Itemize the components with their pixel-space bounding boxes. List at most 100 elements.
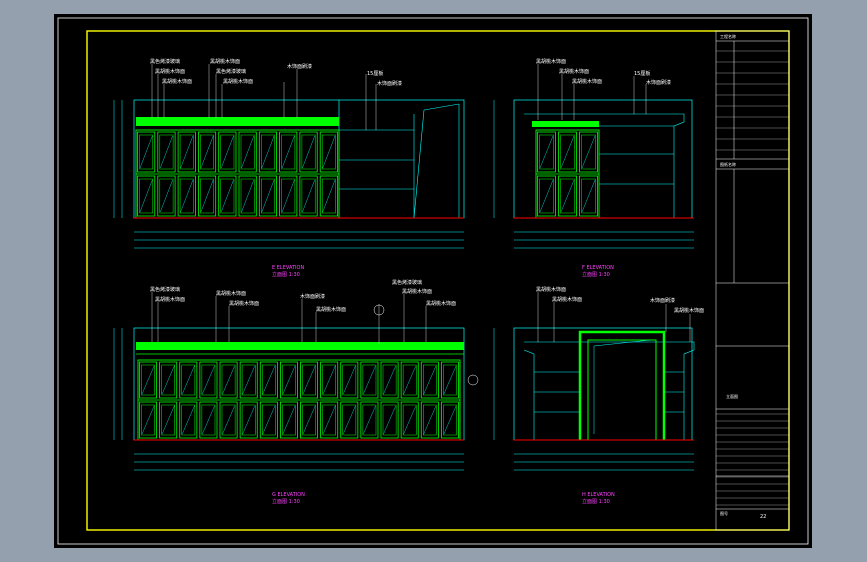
title-block-sheet-number: 22: [760, 514, 767, 520]
elevation-c-door-panel: [159, 361, 178, 399]
elevation-a-door-inset: [200, 178, 214, 214]
elevation-b-door-inset: [581, 134, 596, 170]
elevation-c-callout-1: 黑色烤漆玻璃: [150, 287, 181, 293]
elevation-c-glass-hatch: [182, 405, 195, 435]
elevation-c-glass-hatch: [302, 405, 316, 435]
elevation-c-doors: [139, 361, 459, 439]
elevation-c-door-panel: [400, 401, 419, 439]
elevation-a-glass-hatch: [180, 135, 194, 169]
elevation-c-door-panel: [340, 401, 359, 439]
elevation-a-door-inset: [240, 134, 255, 170]
elevation-a-callout-7: 木饰面刷漆: [287, 64, 313, 70]
elevation-a-door-panel: [279, 175, 298, 217]
elevation-c-door-inset: [382, 404, 397, 436]
elevation-a-glass-hatch: [302, 179, 315, 213]
elevation-c-door-inset: [262, 404, 276, 436]
cad-viewport[interactable]: 黑色烤漆玻璃 黑胡桃木饰面 黑胡桃木饰面 黑胡桃木饰面 黑色烤漆玻璃 黑胡桃木饰…: [54, 14, 812, 548]
elevation-c-door-panel: [219, 361, 238, 399]
elevation-c-door-inset: [262, 364, 276, 396]
elevation-a-door-panel: [258, 175, 278, 217]
elevation-a-door-inset: [139, 134, 154, 170]
elevation-b-glass-hatch: [581, 179, 596, 213]
elevation-c-glass-hatch: [141, 365, 155, 395]
elevation-d-callout-1: 黑胡桃木饰面: [536, 287, 567, 293]
elevation-c-door-panel: [179, 361, 198, 399]
elevation-c-glass-hatch: [443, 365, 457, 395]
elevation-a-glass-hatch: [281, 179, 295, 213]
elevation-c-door-panel: [279, 401, 298, 439]
elevation-b-callout-5: 木饰面刷漆: [646, 80, 672, 86]
elevation-c-door-panel: [420, 401, 439, 439]
elevation-a-door-inset: [179, 178, 194, 214]
elevation-c-door-panel: [139, 401, 158, 439]
elevation-a-callout-1: 黑色烤漆玻璃: [150, 59, 181, 65]
elevation-a-glass-hatch: [281, 135, 295, 169]
elevation-b-glass-hatch: [560, 135, 575, 169]
elevation-a-door-panel: [137, 131, 156, 173]
elevation-a-glass-hatch: [139, 179, 153, 213]
elevation-b-scale: 立面图 1:30: [582, 272, 610, 278]
elevation-b-glass-hatch: [581, 135, 596, 169]
elevation-c-door-panel: [300, 361, 319, 399]
elevation-c-door-inset: [221, 364, 236, 396]
elevation-a-title: E ELEVATION: [272, 265, 305, 271]
elevation-a-callout-2: 黑胡桃木饰面: [155, 69, 186, 75]
elevation-c-glass-hatch: [262, 365, 276, 395]
elevation-c-glass-hatch: [302, 365, 316, 395]
title-block: [715, 30, 790, 531]
elevation-a-door-inset: [159, 178, 174, 214]
elevation-a-callout-5: 黑色烤漆玻璃: [216, 69, 247, 75]
elevation-c-door-panel: [239, 401, 258, 439]
elevation-c-door-panel: [340, 361, 359, 399]
elevation-c-door-inset: [342, 404, 357, 436]
elevation-c-door-inset: [322, 404, 336, 436]
elevation-c-door-panel: [199, 361, 218, 399]
elevation-d-callout-3: 木饰面刷漆: [650, 298, 676, 304]
elevation-c-door-panel: [440, 361, 459, 399]
elevation-b-callout-1: 黑胡桃木饰面: [536, 59, 567, 65]
elevation-c-glass-hatch: [322, 365, 336, 395]
elevation-c-door-panel: [380, 401, 399, 439]
title-block-project-label: 工程名称: [720, 34, 736, 39]
elevation-c-door-inset: [362, 364, 377, 396]
elevation-c-door-panel: [380, 361, 399, 399]
elevation-a-glass-hatch: [139, 135, 153, 169]
elevation-a-glass-hatch: [241, 135, 254, 169]
elevation-c-door-panel: [259, 361, 278, 399]
elevation-c: [113, 292, 479, 471]
elevation-c-door-panel: [360, 401, 379, 439]
elevation-b-glass-hatch: [560, 179, 575, 213]
elevation-a-glass-hatch: [302, 135, 315, 169]
elevation-d-callout-4: 黑胡桃木饰面: [674, 308, 705, 314]
elevation-c-door-inset: [342, 364, 357, 396]
elevation-a-door-inset: [240, 178, 255, 214]
elevation-a-door-inset: [301, 178, 316, 214]
elevation-a-glass-hatch: [221, 179, 234, 213]
elevation-b-door-panel: [537, 131, 556, 173]
elevation-c-glass-hatch: [322, 405, 336, 435]
elevation-c-door-inset: [362, 404, 377, 436]
elevation-c-glass-hatch: [443, 405, 457, 435]
elevation-a-glass-hatch: [200, 179, 214, 213]
elevation-c-door-panel: [139, 361, 158, 399]
elevation-c-callout-2: 黑胡桃木饰面: [155, 297, 186, 303]
elevation-c-glass-hatch: [242, 405, 255, 435]
elevation-a-door-panel: [218, 131, 237, 173]
elevation-c-door-inset: [141, 404, 155, 436]
elevation-a-door-panel: [137, 175, 156, 217]
elevation-c-glass-hatch: [202, 365, 215, 395]
title-block-rows: [716, 50, 789, 506]
elevation-c-glass-hatch: [423, 405, 437, 435]
elevation-c-glass-hatch: [202, 405, 215, 435]
elevation-c-glass-hatch: [222, 405, 235, 435]
elevation-c-door-panel: [360, 361, 379, 399]
elevation-a-door-panel: [157, 131, 176, 173]
elevation-c-callout-4: 黑胡桃木饰面: [229, 301, 260, 307]
elevation-c-door-panel: [320, 361, 339, 399]
elevation-c-door-inset: [302, 364, 316, 396]
elevation-a-door-inset: [139, 178, 154, 214]
elevation-c-door-panel: [259, 401, 278, 439]
elevation-a-door-panel: [238, 131, 257, 173]
elevation-a-callout-4: 黑胡桃木饰面: [210, 59, 241, 65]
elevation-c-scale: 立面图 1:30: [272, 499, 300, 505]
